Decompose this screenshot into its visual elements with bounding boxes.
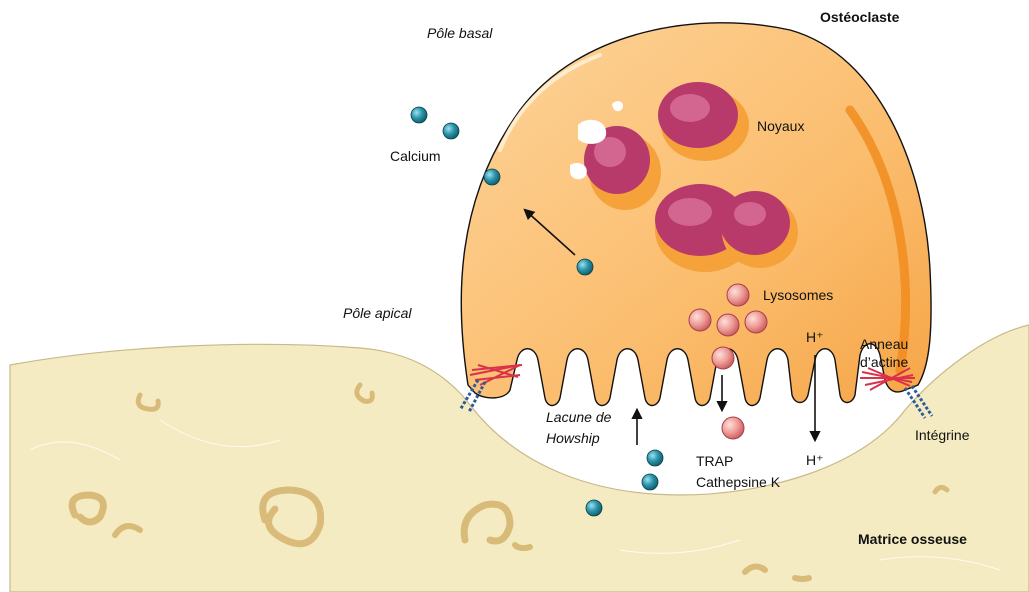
label-osteoclaste: Ostéoclaste — [820, 9, 900, 25]
label-anneau-line1: Anneau — [860, 336, 908, 352]
label-integrine: Intégrine — [915, 427, 970, 443]
label-lacune-line2: Howship — [546, 430, 600, 446]
label-cathepsine: Cathepsine K — [696, 474, 781, 490]
label-h-plus-bottom: H⁺ — [806, 452, 824, 468]
label-pole-basal: Pôle basal — [427, 25, 493, 41]
label-lysosomes: Lysosomes — [763, 287, 833, 303]
label-h-plus-top: H⁺ — [806, 329, 824, 345]
label-pole-apical: Pôle apical — [343, 305, 412, 321]
label-noyaux: Noyaux — [757, 118, 804, 134]
label-anneau-line2: d’actine — [860, 354, 908, 370]
label-calcium: Calcium — [390, 148, 441, 164]
label-lacune-line1: Lacune de — [546, 409, 612, 425]
label-matrice: Matrice osseuse — [858, 531, 967, 547]
label-trap: TRAP — [696, 453, 733, 469]
